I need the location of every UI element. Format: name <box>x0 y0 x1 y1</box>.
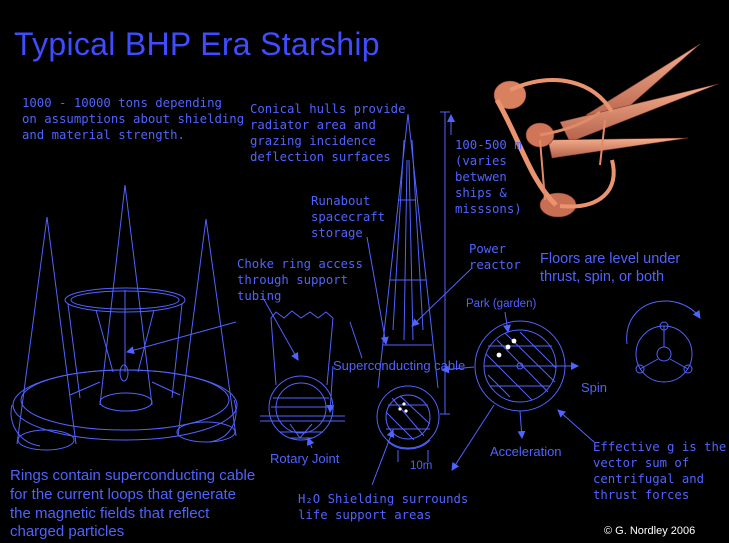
park-garden-label: Park (garden) <box>466 298 537 310</box>
mass-note: 1000 - 10000 tons depending on assumptio… <box>22 96 245 142</box>
choke-ring-drawing <box>260 310 363 441</box>
center-cone <box>99 184 153 406</box>
copyright: © G. Nordley 2006 <box>604 525 696 537</box>
power-reactor-label: Power reactor <box>469 242 521 272</box>
length-range-label: 100-500 m (varies betwwen ships & missso… <box>455 138 522 216</box>
leader-lines <box>126 236 595 486</box>
choke-ring-label: Choke ring access through support tubing <box>237 257 363 303</box>
page-title: Typical BHP Era Starship <box>14 26 380 62</box>
rotary-joint-label: Rotary Joint <box>270 451 340 466</box>
left-ship-drawing <box>10 184 238 451</box>
rings-note: Rings contain superconducting cable for … <box>10 467 256 541</box>
right-cone <box>177 218 237 437</box>
superconducting-cable-label: Superconducting cable <box>333 358 466 373</box>
rendered-ship <box>493 43 719 218</box>
runabout-storage-label: Runabout spacecraft storage <box>311 194 386 240</box>
left-cone <box>16 216 77 445</box>
acceleration-label: Acceleration <box>490 444 562 459</box>
floors-label: Floors are level under thrust, spin, or … <box>540 251 681 286</box>
orange-cone-middle <box>559 83 719 143</box>
occupant-markers <box>398 338 517 413</box>
effective-g-label: Effective g is the vector sum of centrif… <box>593 440 727 502</box>
ten-m-label: 10m <box>410 460 433 472</box>
conical-hulls-label: Conical hulls provide radiator area and … <box>250 102 406 164</box>
h2o-shielding-label: H₂O Shielding surrounds life support are… <box>298 492 469 522</box>
spin-diagram-drawing <box>626 300 701 383</box>
spin-label: Spin <box>581 380 608 395</box>
orange-cone-bottom <box>547 137 689 159</box>
center-cone-drawing <box>376 111 455 462</box>
